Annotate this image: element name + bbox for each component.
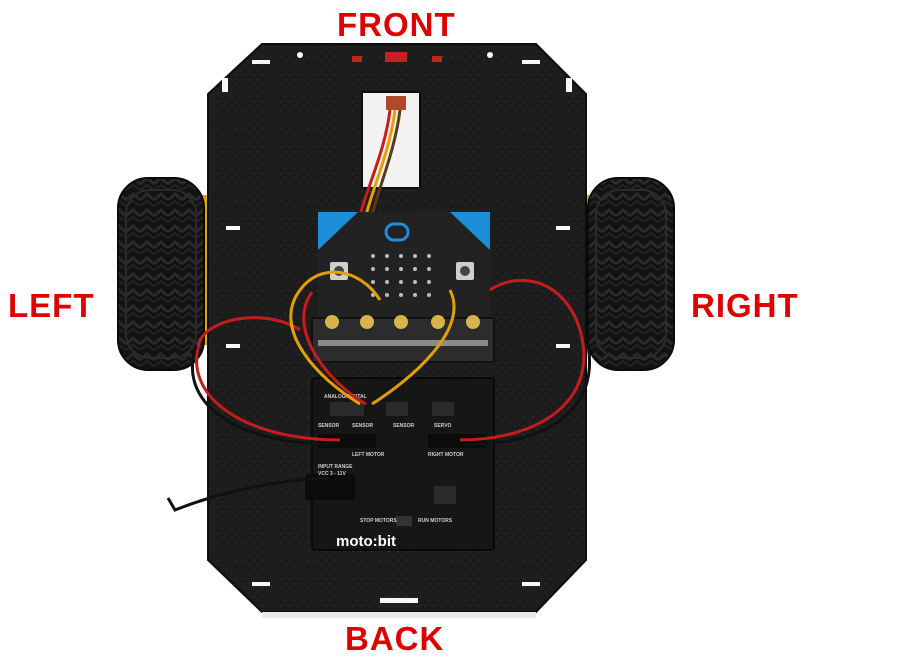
back-label: BACK	[345, 620, 445, 657]
front-label: FRONT	[337, 6, 456, 43]
left-label: LEFT	[8, 287, 95, 324]
left-wheel	[117, 177, 218, 371]
silkscreen-sensor-c: SENSOR	[393, 423, 415, 429]
silkscreen-run-motors: RUN MOTORS	[418, 518, 453, 524]
silkscreen-right-motor: RIGHT MOTOR	[428, 452, 464, 458]
motor-wires	[166, 270, 592, 512]
silkscreen-input-range: INPUT RANGE	[318, 464, 353, 470]
motobit-board: ANALOG/DIGITAL SENSOR SENSOR SENSOR SERV…	[305, 377, 495, 551]
silkscreen-left-motor: LEFT MOTOR	[352, 452, 385, 458]
silkscreen-analog-digital: ANALOG/DIGITAL	[324, 394, 367, 400]
microbit-board	[311, 212, 495, 363]
silkscreen-stop-motors: STOP MOTORS	[360, 518, 397, 524]
silkscreen-vcc-range: VCC 3 - 11V	[318, 471, 346, 477]
sensor-wires	[358, 109, 402, 216]
silkscreen-sensor-a: SENSOR	[318, 423, 340, 429]
right-wheel	[578, 177, 675, 371]
silkscreen-brand: moto:bit	[336, 533, 396, 550]
silkscreen-servo: SERVO	[434, 423, 452, 429]
silkscreen-sensor-b: SENSOR	[352, 423, 374, 429]
right-label: RIGHT	[691, 287, 799, 324]
